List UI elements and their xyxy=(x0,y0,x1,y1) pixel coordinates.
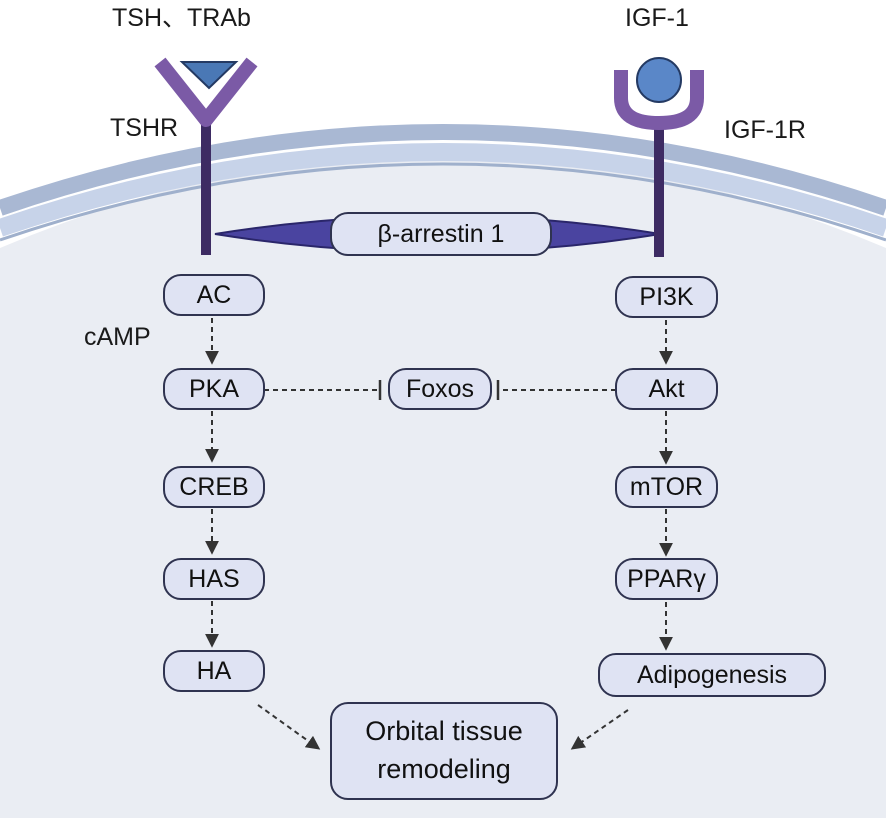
node-pi3k: PI3K xyxy=(615,276,718,318)
node-mtor: mTOR xyxy=(615,466,718,508)
tshr-stem xyxy=(201,115,211,255)
igf1-ligand-icon xyxy=(636,57,682,103)
cell-membrane-outer xyxy=(0,124,886,216)
node-ac: AC xyxy=(163,274,265,316)
node-foxos: Foxos xyxy=(388,368,492,410)
outcome-line-2: remodeling xyxy=(377,754,511,784)
igf1r-cup xyxy=(614,70,704,131)
receptor-label-left: TSHR xyxy=(110,114,179,142)
arrow-adipo-outcome xyxy=(570,709,629,750)
ligand-label-left: TSH、TRAb xyxy=(112,4,251,32)
tshr-y-arms xyxy=(154,57,258,127)
cell-membrane-inner xyxy=(0,143,886,237)
ligand-label-right: IGF-1 xyxy=(625,4,689,32)
node-creb: CREB xyxy=(163,466,265,508)
node-pka: PKA xyxy=(163,368,265,410)
node-ppar: PPARγ xyxy=(615,558,718,600)
outcome-line-1: Orbital tissue xyxy=(365,716,523,747)
node-has: HAS xyxy=(163,558,265,600)
outcome-node: Orbital tissue remodeling xyxy=(330,702,558,800)
arrestin-node: β-arrestin 1 xyxy=(330,212,552,256)
arrow-ha-outcome xyxy=(257,704,321,750)
tsh-ligand-icon xyxy=(179,61,239,90)
second-messenger-label: cAMP xyxy=(84,323,151,351)
node-adipogenesis: Adipogenesis xyxy=(598,653,826,697)
node-ha: HA xyxy=(163,650,265,692)
cell-membrane-edge xyxy=(0,162,886,242)
receptor-label-right: IGF-1R xyxy=(724,116,806,144)
igf1r-stem xyxy=(654,125,664,257)
node-akt: Akt xyxy=(615,368,718,410)
